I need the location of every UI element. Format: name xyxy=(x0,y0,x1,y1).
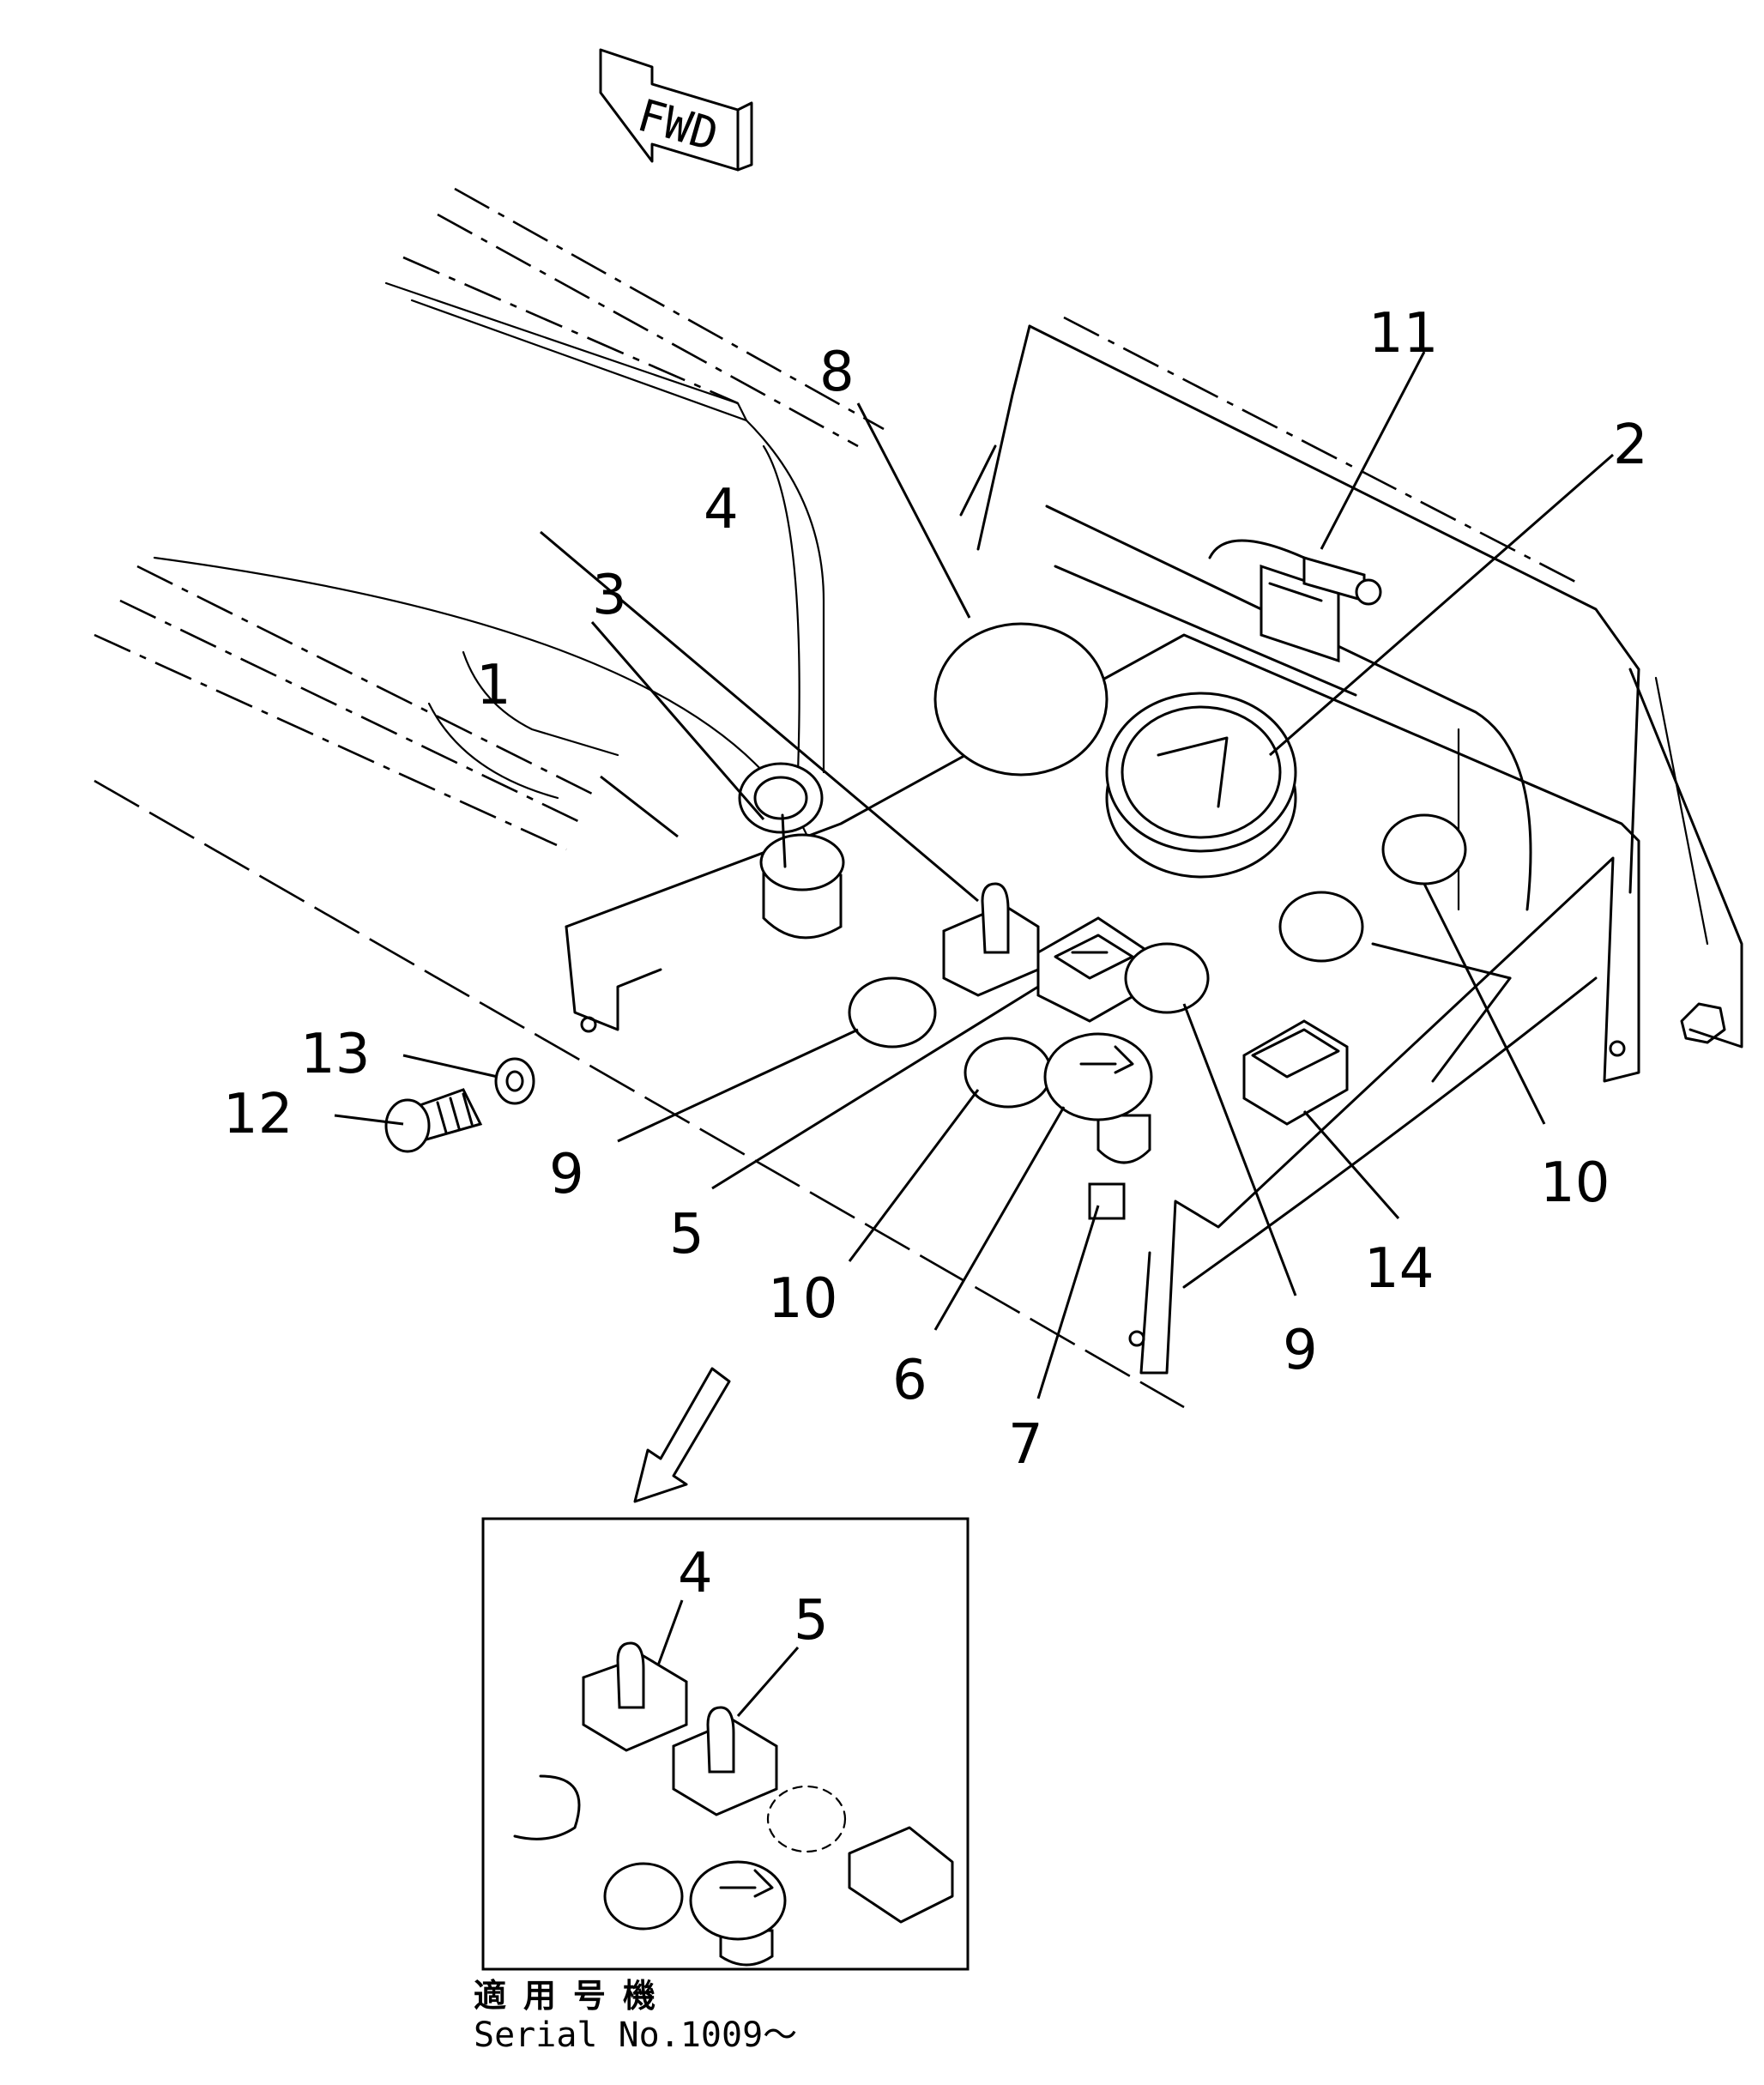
callout-2: 2 xyxy=(1613,414,1648,477)
forward-arrow: FWD xyxy=(599,48,753,172)
bolt-12 xyxy=(384,1088,483,1153)
callout-7: 7 xyxy=(1008,1413,1043,1477)
gauge-8 xyxy=(933,622,1109,777)
inset-pointer-arrow xyxy=(633,1367,731,1503)
cab-outline xyxy=(94,187,1743,1409)
callout-6: 6 xyxy=(892,1349,927,1412)
callout-10b: 10 xyxy=(1540,1151,1610,1215)
callout-4: 4 xyxy=(704,478,739,541)
inset-callout-4: 4 xyxy=(678,1542,713,1605)
callout-14: 14 xyxy=(1364,1237,1434,1301)
callout-1: 1 xyxy=(476,654,511,717)
key-switch xyxy=(738,762,845,940)
toggle-switch-4 xyxy=(942,882,1040,997)
washer-13 xyxy=(494,1057,535,1105)
serial-number-label: Serial No.1009～ xyxy=(474,2015,798,2055)
plug-9-left xyxy=(848,976,937,1049)
inset-box: 4 5 xyxy=(481,1517,970,1971)
dashboard-panel xyxy=(565,633,1640,1375)
callout-9b: 9 xyxy=(1283,1319,1318,1382)
callout-5: 5 xyxy=(669,1203,704,1266)
callout-13: 13 xyxy=(300,1023,370,1086)
callout-9a: 9 xyxy=(549,1143,584,1206)
plug-9-right xyxy=(1124,942,1210,1014)
callout-10a: 10 xyxy=(768,1267,837,1331)
plug-10-far xyxy=(1381,813,1467,885)
applicable-machine-label: 適用号機 xyxy=(474,1977,674,2015)
indicator-switch-14 xyxy=(1242,1019,1349,1126)
callout-11: 11 xyxy=(1368,302,1438,366)
plug-10-right xyxy=(1278,891,1364,963)
horn-button-6 xyxy=(1043,1032,1153,1164)
callout-8: 8 xyxy=(819,341,855,404)
hour-meter-2 xyxy=(1105,692,1297,879)
leader-lines xyxy=(334,351,1614,1399)
callout-labels: 1 2 3 4 5 6 7 8 9 9 10 10 11 12 13 14 xyxy=(223,302,1648,1477)
callout-3: 3 xyxy=(592,564,627,627)
lamp-11 xyxy=(1208,539,1382,663)
plug-10-left xyxy=(964,1036,1053,1109)
callout-12: 12 xyxy=(223,1083,293,1146)
inset-callout-5: 5 xyxy=(794,1589,829,1653)
serial-caption: 適用号機 Serial No.1009～ xyxy=(474,1977,798,2055)
